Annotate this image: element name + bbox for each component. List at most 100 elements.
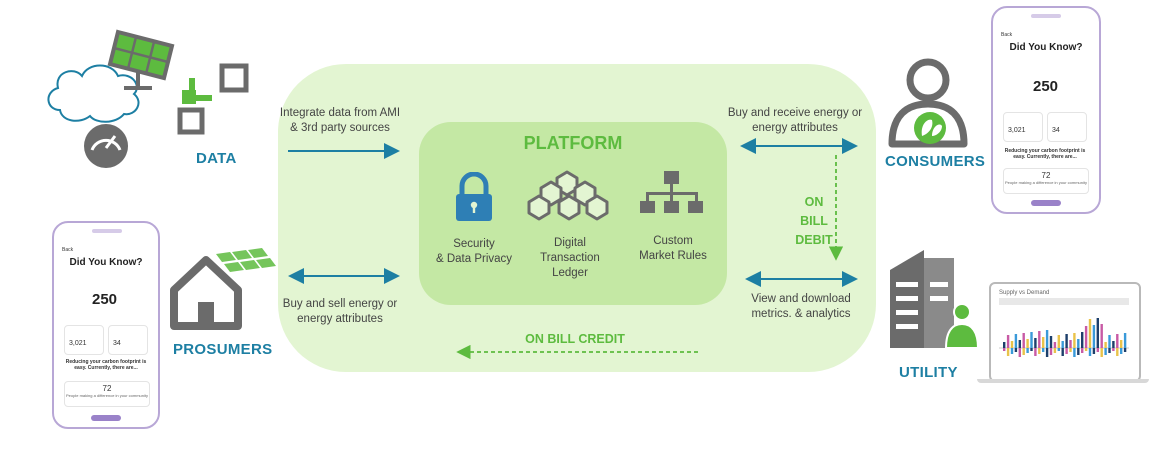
utility-label: UTILITY xyxy=(899,364,958,381)
cloud-icon xyxy=(47,64,140,123)
phone-back-2[interactable]: Back xyxy=(62,247,74,253)
laptop-bar-up xyxy=(1092,325,1096,348)
laptop-bar-down xyxy=(1006,348,1010,356)
laptop-bar-down xyxy=(1100,348,1103,357)
phone-title-2: Did You Know? xyxy=(69,257,143,268)
on-bill-credit-label: ON BILL CREDIT xyxy=(525,332,625,346)
laptop-bar-down xyxy=(1014,348,1018,352)
laptop-bar-up xyxy=(1081,332,1084,348)
laptop-bar-up xyxy=(1010,341,1014,348)
laptop-bar-up xyxy=(1061,341,1064,348)
consumer-phone: Back Did You Know? 250 3,021 34 Reducing… xyxy=(991,6,1101,214)
laptop-bar-down xyxy=(1038,348,1041,354)
laptop-bar-up xyxy=(1018,340,1021,348)
laptop-bar-up xyxy=(1042,337,1045,348)
gauge-icon xyxy=(84,124,128,168)
house-solar-icon xyxy=(170,248,276,330)
laptop-bar-up xyxy=(1053,342,1057,348)
laptop-bar-up xyxy=(1100,324,1103,348)
laptop-bar-up xyxy=(1069,340,1072,348)
phone-card2: 34 xyxy=(1052,127,1060,134)
laptop-bar-down xyxy=(1073,348,1076,357)
laptop-bar-down xyxy=(1053,348,1057,353)
laptop-bar-up xyxy=(1096,318,1099,348)
laptop-bar-down xyxy=(1092,348,1096,354)
prosumers-label: PROSUMERS xyxy=(173,341,273,358)
laptop-bar-up xyxy=(1038,331,1041,348)
laptop-bar-down xyxy=(1065,348,1068,354)
prosumer-phone: Back Did You Know? 250 3,021 34 Reducing… xyxy=(52,221,160,429)
laptop-bar-up xyxy=(1030,332,1033,348)
laptop-bar-down xyxy=(1120,348,1123,354)
utility-building-icon xyxy=(890,250,980,349)
consumer-person-icon xyxy=(888,58,968,148)
laptop-bar-down xyxy=(1104,348,1107,355)
laptop-bar-up xyxy=(1123,333,1127,348)
laptop-bar-down xyxy=(1116,348,1119,356)
hierarchy-icon xyxy=(640,171,703,213)
laptop-bar-up xyxy=(1026,339,1029,348)
laptop-bar-down xyxy=(1057,348,1060,351)
blockchain-icon xyxy=(527,170,609,221)
view-download-label: View and download metrics. & analytics xyxy=(751,293,851,320)
laptop-bar-down xyxy=(1069,348,1072,352)
laptop-bar-down xyxy=(1042,348,1045,352)
laptop-bar-up xyxy=(1108,335,1111,348)
laptop-bar-up xyxy=(1057,335,1060,348)
phone-count: 72 xyxy=(1041,171,1051,180)
laptop-bar-down xyxy=(1061,348,1064,356)
connector-icon xyxy=(177,63,249,135)
phone-back[interactable]: Back xyxy=(1001,32,1013,38)
consumers-label: CONSUMERS xyxy=(885,153,986,170)
laptop-bar-down xyxy=(1018,348,1021,357)
laptop-bar-down xyxy=(1045,348,1049,357)
phone-home-bar-2 xyxy=(91,415,121,421)
phone-card2-2: 34 xyxy=(113,340,121,347)
laptop-bar-down xyxy=(1096,348,1099,352)
laptop-bar-up xyxy=(1065,334,1068,348)
ledger-label: Digital Transaction Ledger xyxy=(540,237,600,279)
platform-title: PLATFORM xyxy=(523,133,623,153)
security-label: Security & Data Privacy xyxy=(435,238,513,265)
laptop-bar-down xyxy=(1022,348,1025,355)
phone-body: Reducing your carbon footprint is easy. … xyxy=(1004,148,1086,160)
laptop-bar-up xyxy=(1084,326,1088,348)
phone-value: 250 xyxy=(1033,78,1059,95)
laptop-bar-up xyxy=(1077,339,1080,348)
laptop-bar-up xyxy=(1003,342,1006,348)
phone-footer-2: People making a difference in your commu… xyxy=(66,393,148,398)
laptop-bar-down xyxy=(1026,348,1029,353)
laptop-bar-down xyxy=(1088,348,1092,356)
laptop-bar-chart xyxy=(999,318,1129,357)
laptop-bar-up xyxy=(1116,334,1119,348)
laptop-bar-down xyxy=(1010,348,1014,354)
laptop-bar-up xyxy=(1104,342,1107,348)
laptop-bar-up xyxy=(1120,340,1123,348)
laptop-bar-up xyxy=(1088,319,1092,348)
laptop-base xyxy=(977,379,1149,383)
laptop-chart-title: Supply vs Demand xyxy=(999,290,1050,296)
phone-card1-2: 3,021 xyxy=(69,340,87,347)
laptop-bar-up xyxy=(1112,341,1115,348)
phone-card1: 3,021 xyxy=(1008,127,1026,134)
laptop-bar-down xyxy=(1084,348,1088,351)
laptop-bar-up xyxy=(1034,338,1037,348)
phone-footer: People making a difference in your commu… xyxy=(1005,180,1087,185)
laptop-bar-up xyxy=(1073,333,1076,348)
buy-sell-label: Buy and sell energy or energy attributes xyxy=(282,298,398,325)
data-label: DATA xyxy=(196,150,237,167)
laptop-bar-down xyxy=(1081,348,1084,353)
laptop-bar-up xyxy=(1014,334,1018,348)
lock-icon xyxy=(456,172,492,221)
laptop-bar-up xyxy=(1049,336,1053,348)
phone-count-2: 72 xyxy=(102,384,112,393)
solar-panel-icon xyxy=(107,29,175,90)
laptop-bar-down xyxy=(1112,348,1115,351)
phone-home-bar xyxy=(1031,200,1061,206)
laptop-bar-up xyxy=(1022,333,1025,348)
laptop-bar-down xyxy=(1108,348,1111,353)
buy-receive-label: Buy and receive energy or energy attribu… xyxy=(727,107,863,134)
laptop-screen: Supply vs Demand xyxy=(989,282,1141,382)
laptop-bar-down xyxy=(1003,348,1006,351)
